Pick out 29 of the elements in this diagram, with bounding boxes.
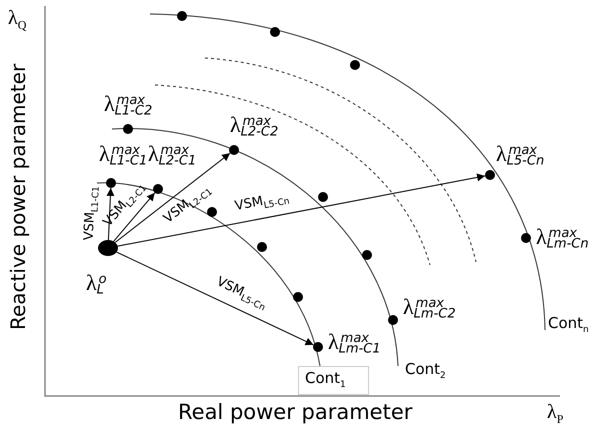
curve-label: Cont$_{2}$	[405, 362, 446, 381]
data-point	[106, 178, 116, 188]
curve-label: Cont$_{1}$	[298, 366, 369, 395]
data-point	[293, 292, 303, 302]
data-point	[388, 315, 398, 325]
data-point	[229, 145, 239, 155]
arrow	[114, 152, 231, 243]
data-point	[362, 250, 372, 260]
operating-point	[98, 240, 118, 256]
data-point	[153, 184, 163, 194]
data-point	[318, 192, 328, 202]
arrow	[106, 188, 114, 240]
axis-title: Reactive power parameter	[8, 64, 28, 330]
data-point	[207, 207, 217, 217]
data-point	[313, 342, 323, 352]
curve-label: Cont$_{n}$	[548, 316, 589, 335]
axis-title: Real power parameter	[178, 402, 412, 423]
axis-symbol: λ$_{P}$	[547, 402, 564, 425]
arrow	[113, 192, 156, 242]
arrow	[117, 173, 486, 247]
data-point	[123, 124, 133, 134]
data-point	[257, 242, 267, 252]
data-point	[270, 27, 280, 37]
data-point	[485, 170, 495, 180]
arrow	[116, 252, 314, 346]
data-point	[177, 11, 187, 21]
data-point	[521, 233, 531, 243]
data-point	[350, 60, 360, 70]
axis-symbol: λ$_{Q}$	[8, 8, 26, 31]
